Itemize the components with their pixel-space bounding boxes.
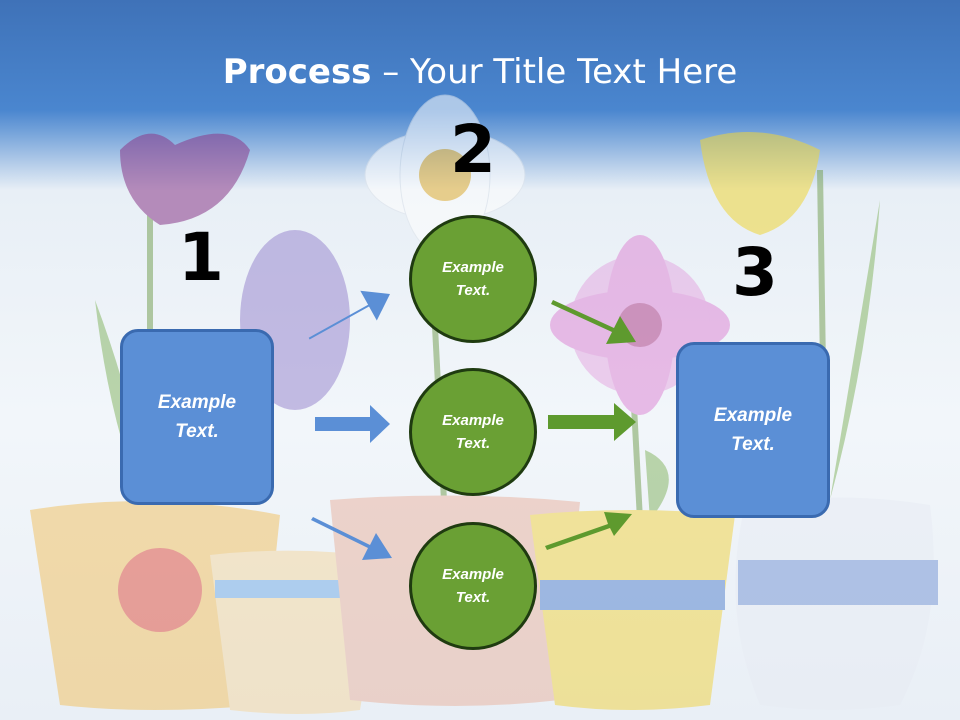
step-number-2: 2 [450,111,496,188]
slide-title: Process – Your Title Text Here [0,52,960,92]
step-1-text: Example Text. [157,392,237,442]
step-2-circle-top: Example Text. [409,215,537,343]
step-number-1: 1 [178,219,224,296]
arrow-blue-right [315,405,390,443]
arrow-blue-up [308,290,390,340]
arrow-blue-down [311,517,392,560]
step-2-circle-bottom: Example Text. [409,522,537,650]
tulip-flower [120,133,250,225]
step-1-box: Example Text. [120,329,274,505]
step-3-text: Example Text. [713,405,793,455]
daffodil-flower [700,132,820,235]
step-2-circle-top-text: Example Text. [442,259,504,299]
arrow-green-down [551,300,636,344]
title-bold-word: Process [222,52,372,92]
arrow-green-right [548,403,636,441]
step-3-box: Example Text. [676,342,830,518]
step-2-circle-middle-text: Example Text. [442,412,504,452]
step-2-circle-middle: Example Text. [409,368,537,496]
title-rest: – Your Title Text Here [371,52,738,92]
arrow-green-up [545,512,632,550]
step-2-circle-bottom-text: Example Text. [442,566,504,606]
step-number-3: 3 [732,234,778,311]
